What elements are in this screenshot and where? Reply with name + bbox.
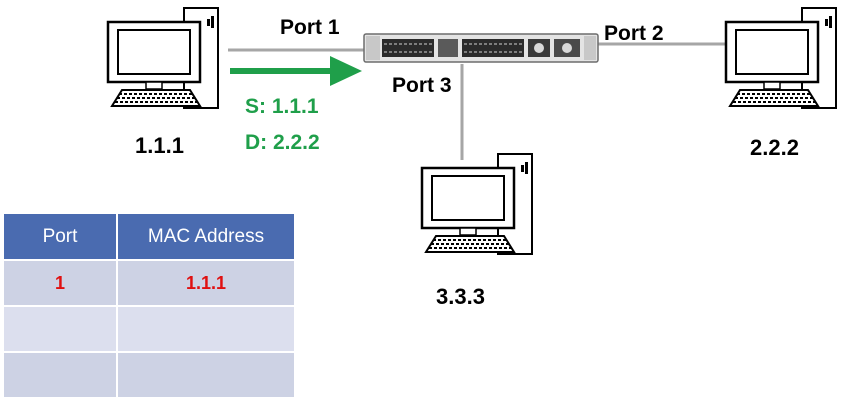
- table-cell-mac: [117, 305, 294, 352]
- table-cell-port: [4, 351, 118, 397]
- mac-address-table: Port MAC Address 1 1.1.1: [4, 214, 294, 397]
- frame-destination-label: D: 2.2.2: [245, 131, 320, 154]
- port2-label: Port 2: [604, 22, 664, 45]
- computer-bottom-icon: [420, 152, 534, 256]
- table-header-row: Port MAC Address: [4, 214, 294, 260]
- table-cell-port: 1: [4, 259, 118, 306]
- frame-direction-arrow-icon: [230, 56, 362, 86]
- port1-label: Port 1: [280, 16, 340, 39]
- computer-left-icon: [106, 6, 220, 110]
- port3-label: Port 3: [392, 74, 452, 97]
- table-cell-port: [4, 305, 118, 352]
- frame-source-label: S: 1.1.1: [245, 95, 319, 118]
- table-row: [4, 351, 294, 397]
- host-bottom-address: 3.3.3: [436, 284, 485, 309]
- switch-icon: [363, 33, 599, 63]
- host-right-address: 2.2.2: [750, 135, 799, 160]
- column-header-port: Port: [4, 214, 118, 260]
- table-cell-mac: [117, 351, 294, 397]
- table-cell-mac: 1.1.1: [117, 259, 294, 306]
- column-header-mac-address: MAC Address: [147, 225, 265, 247]
- host-left-address: 1.1.1: [135, 133, 184, 158]
- table-row: 1 1.1.1: [4, 259, 294, 306]
- computer-right-icon: [724, 6, 838, 110]
- table-row: [4, 305, 294, 352]
